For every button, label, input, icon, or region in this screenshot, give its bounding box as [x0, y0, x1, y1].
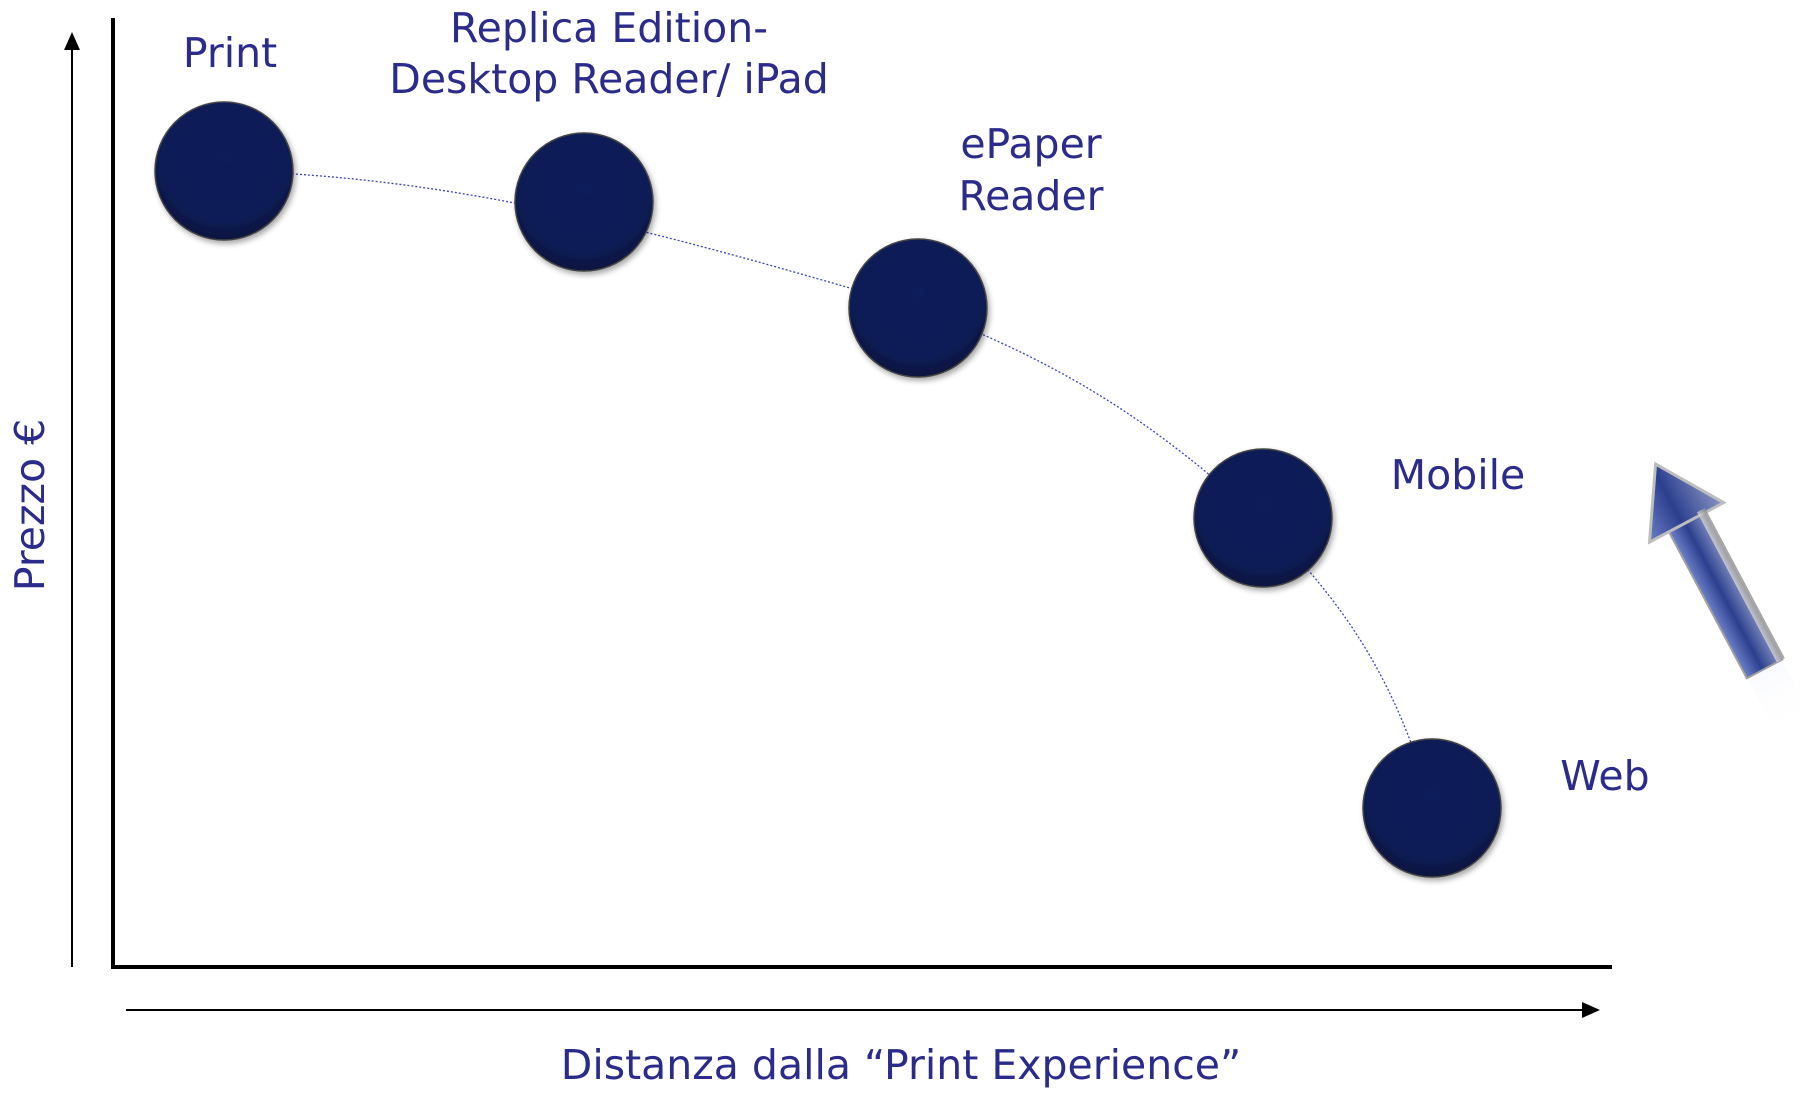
node-print — [154, 101, 294, 241]
up-arrow-icon — [1647, 461, 1800, 741]
y-axis-title: Prezzo € — [6, 419, 54, 591]
x-axis-title: Distanza dalla “Print Experience” — [561, 1041, 1241, 1089]
node-epaper — [848, 238, 988, 378]
node-mobile — [1193, 448, 1333, 588]
label-epaper-line1: ePaper — [960, 120, 1101, 168]
node-replica — [514, 132, 654, 272]
label-web: Web — [1560, 752, 1649, 800]
x-direction-arrowhead — [1582, 1002, 1600, 1018]
label-epaper-line2: Reader — [958, 172, 1103, 220]
label-mobile: Mobile — [1391, 451, 1526, 499]
label-replica-line1: Replica Edition- — [450, 4, 768, 52]
label-print-line1: Print — [183, 29, 277, 77]
node-web — [1362, 738, 1502, 878]
y-direction-arrowhead — [64, 32, 80, 50]
label-replica-line2: Desktop Reader/ iPad — [389, 55, 829, 103]
